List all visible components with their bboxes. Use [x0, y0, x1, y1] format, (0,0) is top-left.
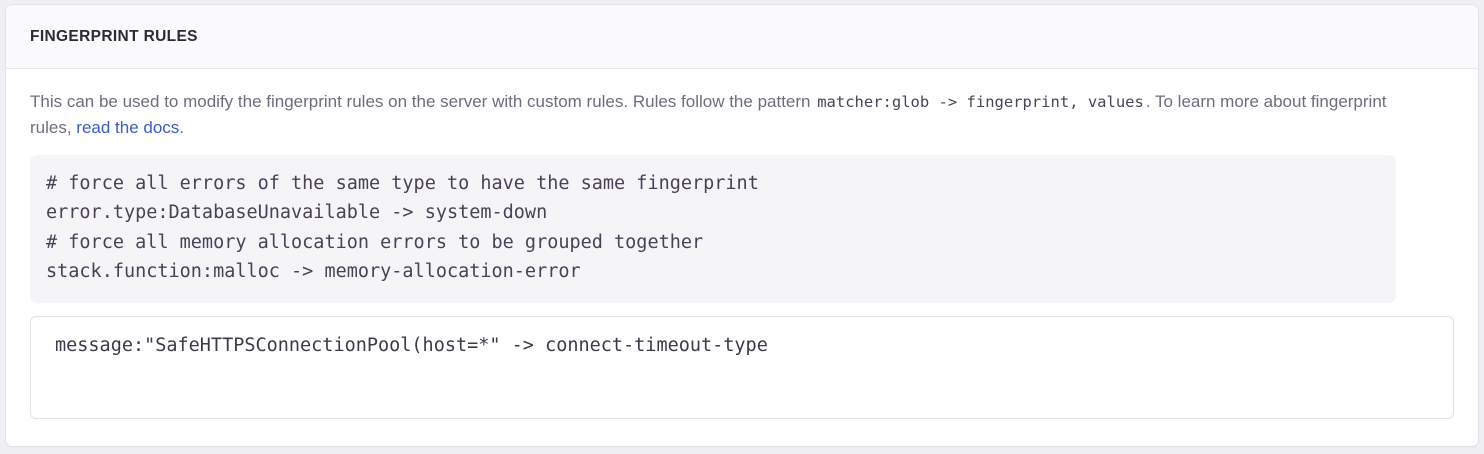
- panel-body: This can be used to modify the fingerpri…: [6, 69, 1478, 419]
- fingerprint-rules-panel: FINGERPRINT RULES This can be used to mo…: [5, 4, 1479, 447]
- description-part-2: . To learn more about fingerprint rules,: [30, 92, 1387, 138]
- example-code-block: # force all errors of the same type to h…: [30, 154, 1396, 303]
- panel-header: FINGERPRINT RULES: [6, 5, 1478, 69]
- description-part-1: This can be used to modify the fingerpri…: [30, 92, 816, 111]
- description-part-3: .: [179, 118, 185, 138]
- page-title: FINGERPRINT RULES: [30, 27, 198, 45]
- read-the-docs-link[interactable]: read the docs: [76, 118, 180, 138]
- fingerprint-rules-input[interactable]: [30, 315, 1454, 419]
- inline-code-pattern: matcher:glob -> fingerprint, values: [817, 93, 1144, 111]
- description-text: This can be used to modify the fingerpri…: [30, 89, 1390, 142]
- example-code-text: # force all errors of the same type to h…: [46, 172, 759, 283]
